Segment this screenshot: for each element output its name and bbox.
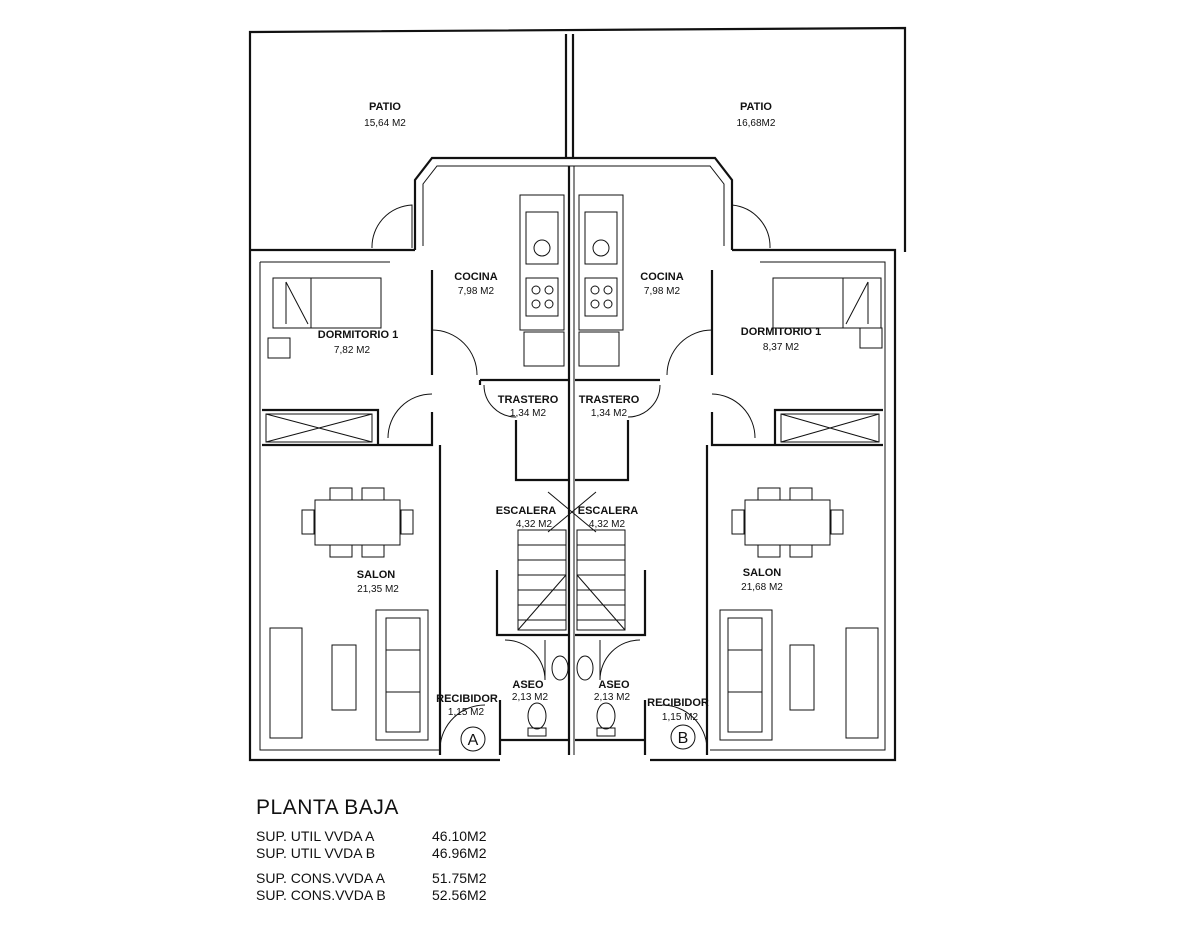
legend-label: SUP. UTIL VVDA B [256, 845, 376, 861]
room-area-trastero-b: 1,34 M2 [591, 408, 628, 419]
room-area-cocina-b: 7,98 M2 [644, 286, 681, 297]
legend-label: SUP. UTIL VVDA A [256, 828, 375, 844]
room-name-patio-a: PATIO [369, 101, 401, 113]
unit-markers: A B [460, 724, 696, 752]
room-name-salon-a: SALON [357, 569, 396, 581]
legend-title: PLANTA BAJA [256, 796, 399, 819]
room-name-escalera-b: ESCALERA [578, 505, 639, 517]
legend-value: 46.10M2 [432, 828, 487, 844]
room-area-recibidor-b: 1,15 M2 [662, 712, 699, 723]
room-area-patio-b: 16,68M2 [737, 118, 776, 129]
house-perimeter [248, 248, 897, 762]
room-name-recibidor-b: RECIBIDOR [647, 697, 709, 709]
room-area-salon-b: 21,68 M2 [741, 582, 783, 593]
legend-value: 52.56M2 [432, 887, 487, 903]
room-name-salon-b: SALON [743, 567, 782, 579]
room-area-aseo-b: 2,13 M2 [594, 692, 631, 703]
room-area-escalera-b: 4,32 M2 [589, 519, 626, 530]
patio-boundary [248, 26, 907, 252]
walls-unit-a [262, 270, 568, 755]
legend-row: SUP. CONS.VVDA B 52.56M2 [256, 887, 556, 904]
beds [267, 277, 883, 359]
room-name-dormitorio-a: DORMITORIO 1 [318, 329, 398, 341]
room-area-dormitorio-a: 7,82 M2 [334, 345, 371, 356]
room-name-patio-b: PATIO [740, 101, 772, 113]
room-name-aseo-a: ASEO [512, 679, 544, 691]
room-name-dormitorio-b: DORMITORIO 1 [741, 326, 821, 338]
toilets [527, 655, 616, 737]
legend-value: 51.75M2 [432, 870, 487, 886]
wardrobes [265, 413, 880, 443]
unit-marker-a: A [468, 732, 479, 749]
room-name-recibidor-a: RECIBIDOR [436, 693, 498, 705]
legend-row: SUP. UTIL VVDA A 46.10M2 [256, 828, 556, 845]
surface-legend: PLANTA BAJA SUP. UTIL VVDA A 46.10M2 SUP… [256, 796, 556, 904]
room-area-cocina-a: 7,98 M2 [458, 286, 495, 297]
room-area-dormitorio-b: 8,37 M2 [763, 342, 800, 353]
doors [371, 204, 771, 749]
kitchen-bay-walls [413, 156, 734, 755]
room-name-trastero-a: TRASTERO [498, 394, 559, 406]
room-area-escalera-a: 4,32 M2 [516, 519, 553, 530]
room-area-recibidor-a: 1,15 M2 [448, 707, 485, 718]
room-name-cocina-b: COCINA [640, 271, 683, 283]
room-area-aseo-a: 2,13 M2 [512, 692, 549, 703]
room-area-trastero-a: 1,34 M2 [510, 408, 547, 419]
legend-label: SUP. CONS.VVDA A [256, 870, 385, 886]
room-name-aseo-b: ASEO [598, 679, 630, 691]
legend-label: SUP. CONS.VVDA B [256, 887, 386, 903]
legend-row: SUP. UTIL VVDA B 46.96M2 [256, 845, 556, 862]
legend-row: SUP. CONS.VVDA A 51.75M2 [256, 870, 556, 887]
room-labels: PATIO 15,64 M2 PATIO 16,68M2 COCINA 7,98… [318, 101, 821, 723]
legend-value: 46.96M2 [432, 845, 487, 861]
room-area-salon-a: 21,35 M2 [357, 584, 399, 595]
room-name-trastero-b: TRASTERO [579, 394, 640, 406]
walls-unit-b [575, 270, 883, 755]
room-area-patio-a: 15,64 M2 [364, 118, 406, 129]
dining-tables [301, 487, 844, 558]
unit-marker-b: B [678, 730, 689, 747]
room-name-cocina-a: COCINA [454, 271, 497, 283]
sofas [269, 609, 879, 741]
kitchen-counters [519, 194, 624, 367]
stairs [517, 491, 626, 631]
room-name-escalera-a: ESCALERA [496, 505, 557, 517]
